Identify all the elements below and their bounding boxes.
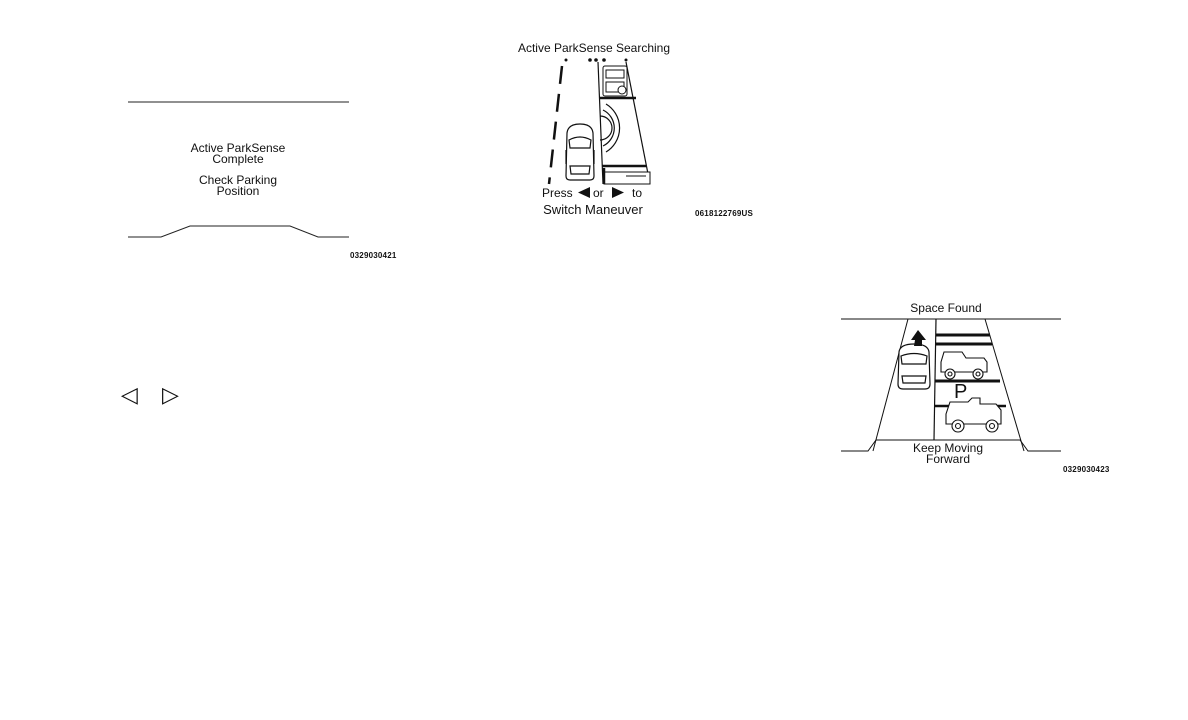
parking-marker-p: P: [954, 382, 967, 402]
moving-vehicle: [898, 344, 930, 389]
space-found-figure-code: 0329030423: [1063, 465, 1110, 474]
parked-jeep-bottom: [946, 398, 1001, 432]
space-found-line-2: Forward: [926, 453, 970, 465]
parked-jeep-top: [941, 352, 987, 379]
